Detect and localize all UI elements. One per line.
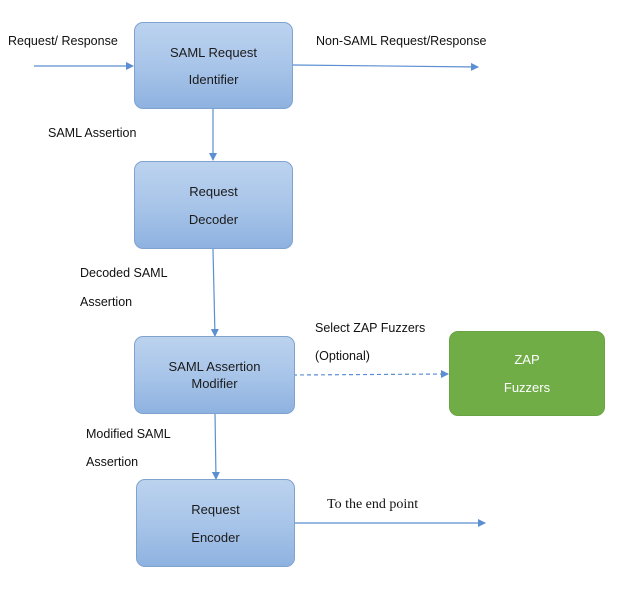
select-zap-label-line2: (Optional) — [315, 349, 370, 363]
request-encoder-line2: Encoder — [191, 529, 240, 545]
saml-request-identifier-box: SAML Request Identifier — [134, 22, 293, 109]
non-saml-arrow — [292, 62, 479, 71]
non-saml-label: Non-SAML Request/Response — [316, 34, 487, 48]
request-encoder-line1: Request — [191, 501, 240, 517]
to-end-point-label: To the end point — [327, 497, 419, 512]
decoded-saml-label-line2: Assertion — [80, 295, 133, 309]
saml-assertion-modifier-line1: SAML Assertion — [168, 359, 261, 374]
request-decoder-box: Request Decoder — [134, 161, 293, 249]
zap-fuzzers-line2: Fuzzers — [503, 380, 551, 395]
saml-assertion-label: SAML Assertion — [48, 126, 137, 140]
request-decoder-line2: Decoder — [188, 211, 239, 227]
zap-fuzzers-line1: ZAP — [514, 352, 540, 367]
saml-request-identifier-line1: SAML Request — [170, 44, 257, 60]
select-zap-fuzzers-arrow — [292, 370, 449, 379]
zap-fuzzers-box: ZAP Fuzzers — [449, 331, 605, 416]
decoded-assertion-arrow — [210, 248, 219, 337]
request-encoder-box: Request Encoder — [136, 479, 295, 567]
modified-saml-label-line2: Assertion — [86, 455, 139, 469]
decoded-saml-label-line1: Decoded SAML — [80, 266, 168, 280]
select-zap-label-line1: Select ZAP Fuzzers — [315, 321, 426, 335]
saml-assertion-modifier-line2: Modifier — [191, 376, 238, 391]
modified-saml-label-line1: Modified SAML — [86, 427, 171, 441]
input-label: Request/ Response — [8, 34, 118, 48]
modified-assertion-arrow — [211, 412, 220, 480]
saml-assertion-modifier-box: SAML Assertion Modifier — [134, 336, 295, 414]
saml-request-identifier-line2: Identifier — [188, 71, 239, 87]
request-decoder-line1: Request — [189, 183, 238, 199]
